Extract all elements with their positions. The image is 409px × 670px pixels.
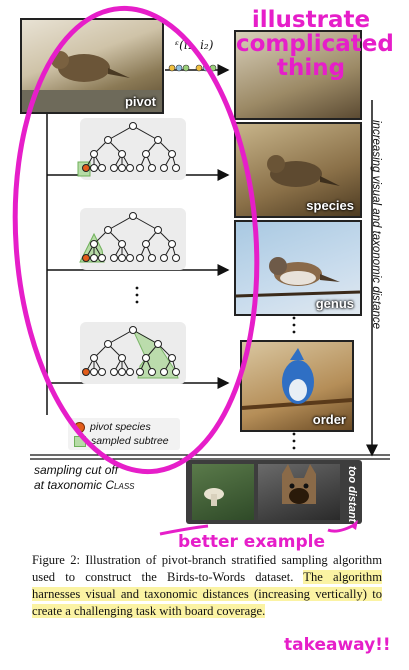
legend-subtree: sampled subtree xyxy=(91,435,169,447)
too-distant-label: too distant xyxy=(346,466,358,523)
annotation-example: better example xyxy=(178,532,325,552)
photo-species: species xyxy=(234,122,362,218)
photo-top-match xyxy=(234,30,362,120)
photo-label-species: species xyxy=(306,198,354,213)
figure-caption: Figure 2: Illustration of pivot-branch s… xyxy=(32,552,382,620)
caption-text: Figure 2: Illustration of pivot-branch s… xyxy=(32,553,382,584)
photo-label-order: order xyxy=(312,412,346,427)
cutoff-text: sampling cut off at taxonomic Class xyxy=(34,463,194,493)
photo-label-pivot: pivot xyxy=(124,94,156,109)
highlight-ellipse xyxy=(12,5,260,475)
ellipsis-dots xyxy=(135,286,296,450)
photo-label-genus: genus xyxy=(315,296,354,311)
cutoff-line2-prefix: at taxonomic xyxy=(34,478,106,492)
axis-label: increasing visual and taxonomic distance xyxy=(370,120,382,330)
annotation-takeaway: takeaway!! xyxy=(284,635,391,655)
too-distant-panel: too distant xyxy=(186,460,362,524)
photo-order: order xyxy=(240,340,354,432)
photo-dog xyxy=(258,464,340,520)
photo-mushroom xyxy=(192,464,254,520)
photo-pivot: pivot xyxy=(20,18,164,114)
legend-pivot: pivot species xyxy=(90,421,151,433)
annotation-title: illustrate complicated thing xyxy=(236,7,394,82)
cutoff-line1: sampling cut off xyxy=(34,463,119,477)
cutoff-line2-class: Class xyxy=(105,478,135,492)
